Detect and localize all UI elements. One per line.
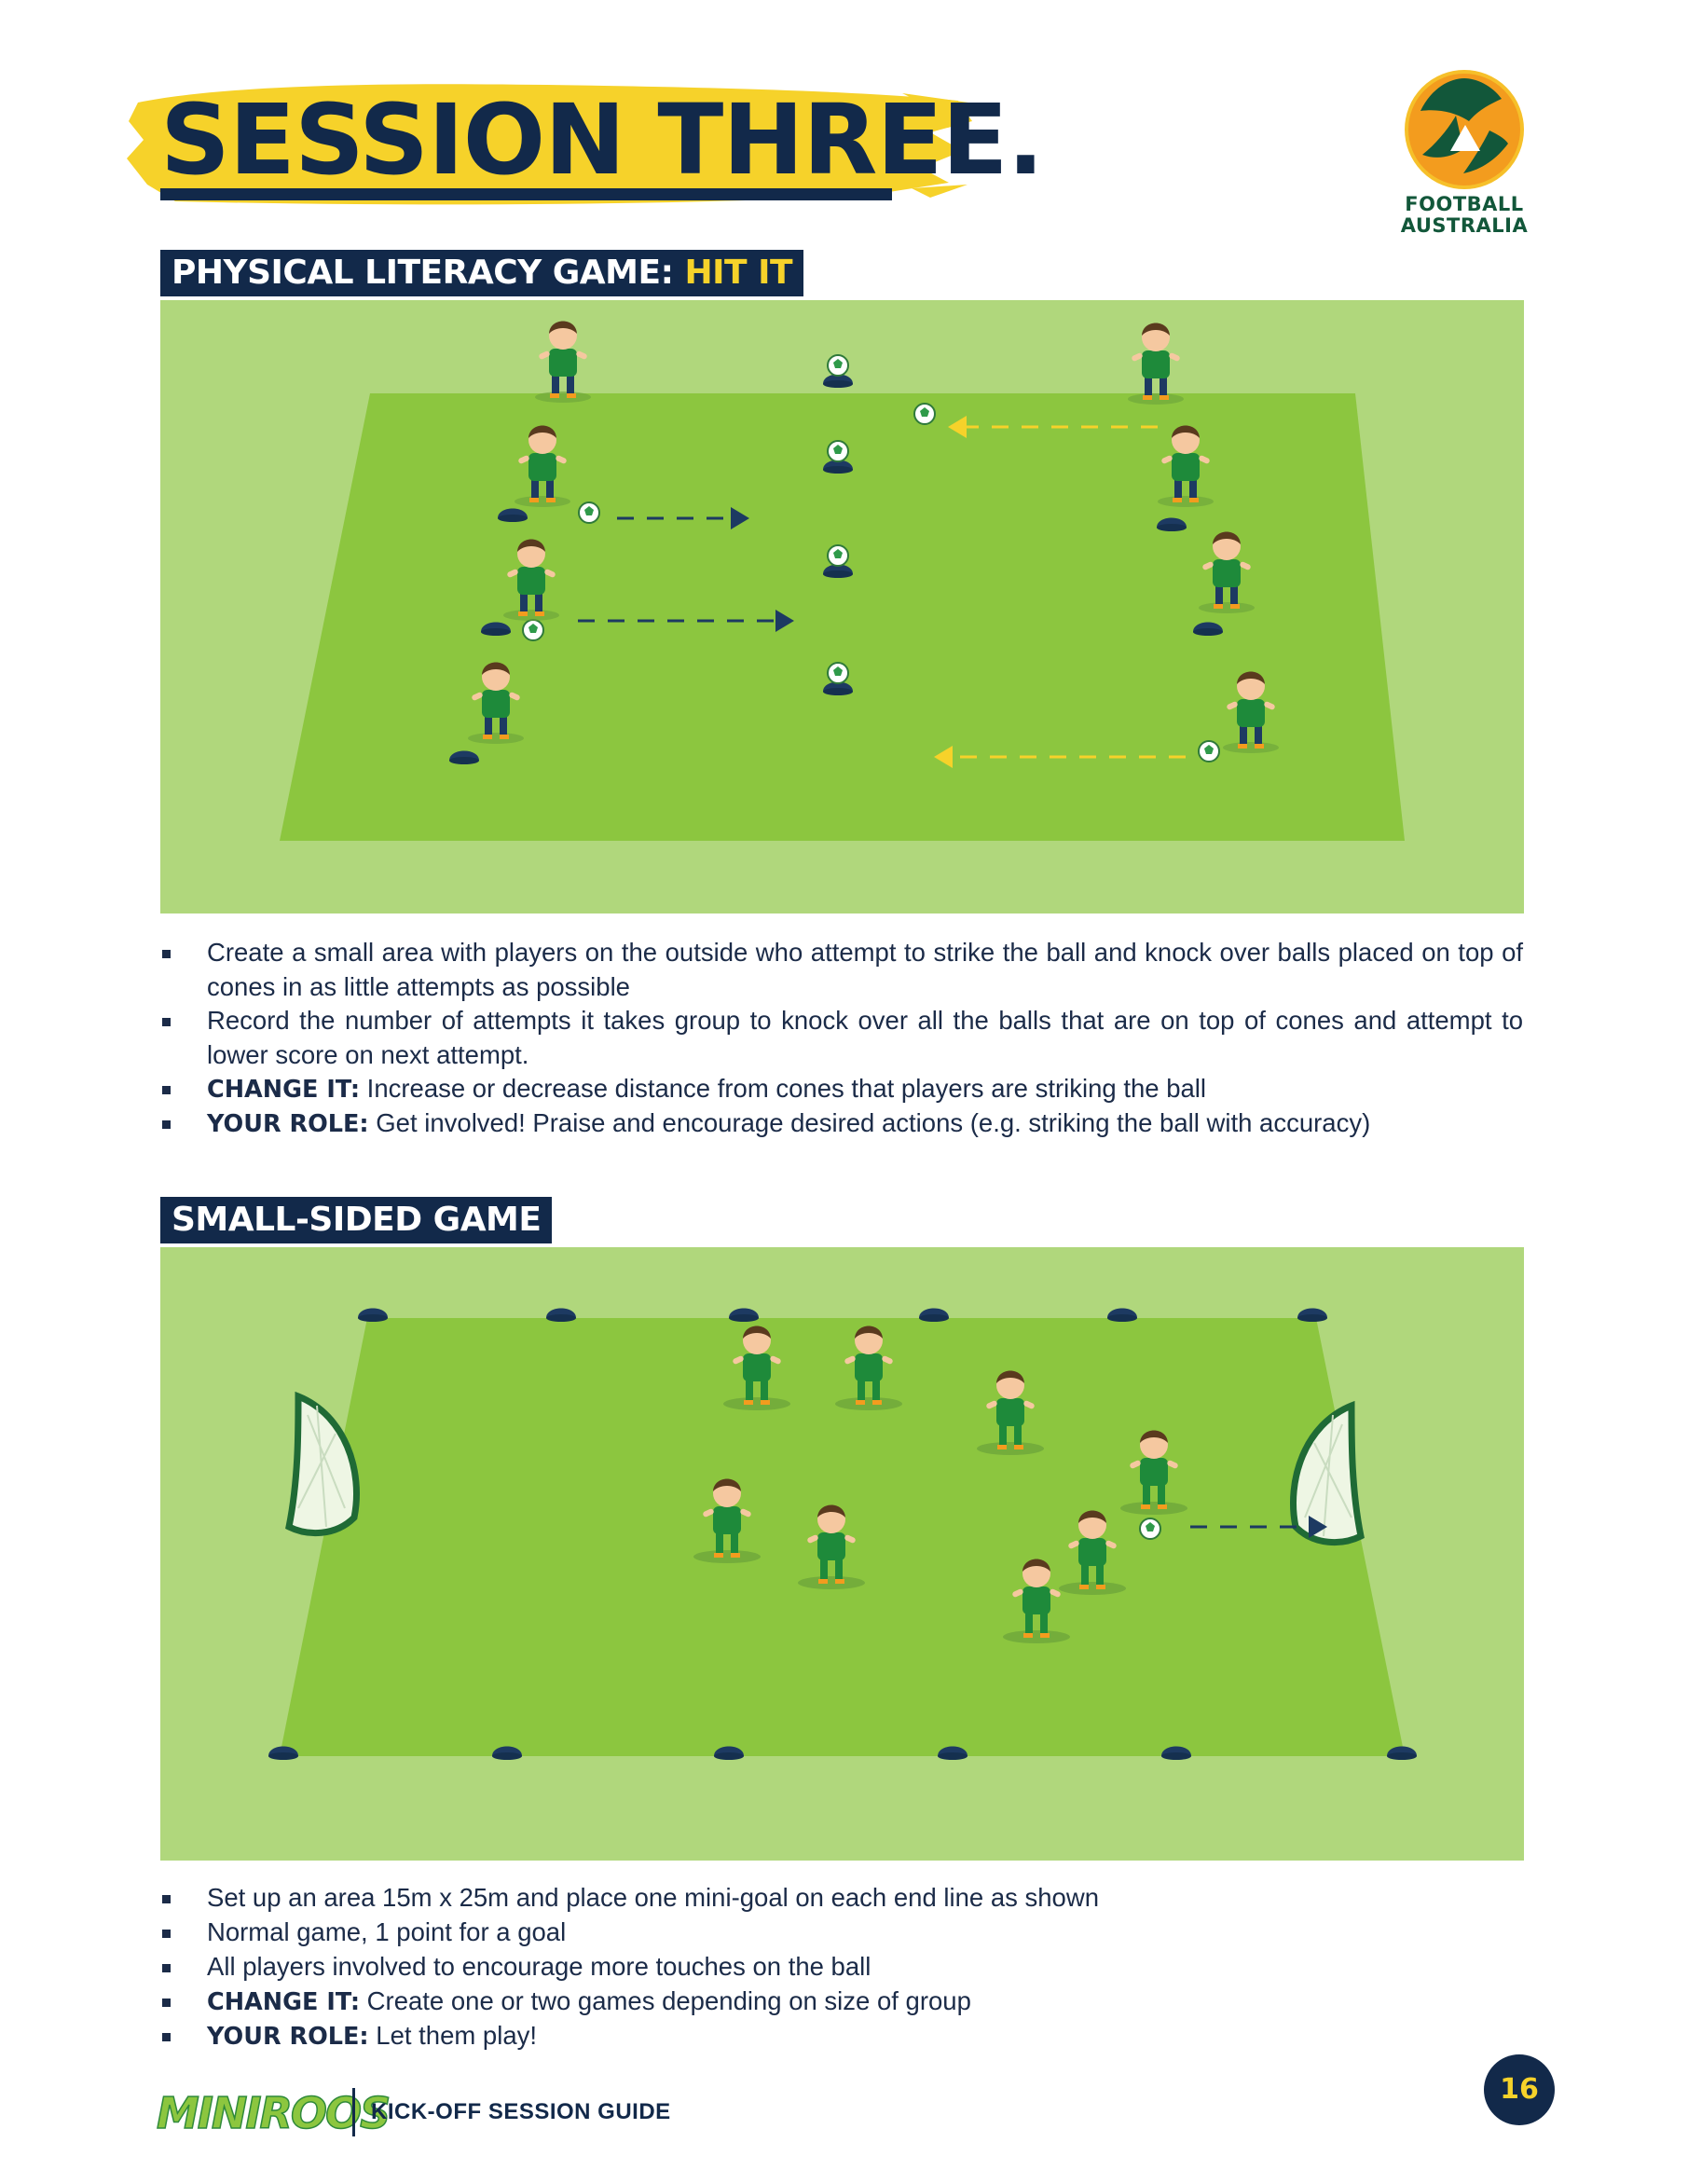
- small-sided-game-field-diagram: [160, 1247, 1524, 1861]
- title-underline: [160, 188, 892, 200]
- hit-it-instructions: Create a small area with players on the …: [160, 936, 1523, 1141]
- list-item: CHANGE IT: Create one or two games depen…: [160, 1985, 1523, 2019]
- footer-guide-title: KICK-OFF SESSION GUIDE: [371, 2099, 671, 2124]
- footer-divider: [352, 2088, 355, 2136]
- list-item: YOUR ROLE: Let them play!: [160, 2019, 1523, 2054]
- page-title: SESSION THREE.: [160, 83, 1044, 197]
- list-item: Set up an area 15m x 25m and place one m…: [160, 1881, 1523, 1916]
- small-sided-field-svg: [268, 1308, 1417, 1760]
- miniroos-logo: MINIROOS: [156, 2087, 391, 2139]
- page-number-badge: 16: [1484, 2054, 1555, 2125]
- hit-it-field-diagram: [160, 300, 1524, 913]
- yellow-brush-stroke: [127, 84, 981, 205]
- football-australia-wordmark: FOOTBALL AUSTRALIA: [1400, 193, 1529, 237]
- list-item: Normal game, 1 point for a goal: [160, 1916, 1523, 1950]
- section-heading-hit-it: PHYSICAL LITERACY GAME: HIT IT: [160, 250, 804, 296]
- football-australia-logo: [1405, 70, 1524, 189]
- list-item: All players involved to encourage more t…: [160, 1950, 1523, 1985]
- section-heading-small-sided-game: SMALL-SIDED GAME: [160, 1197, 553, 1243]
- list-item: Create a small area with players on the …: [160, 936, 1523, 1004]
- list-item: CHANGE IT: Increase or decrease distance…: [160, 1072, 1523, 1106]
- list-item: Record the number of attempts it takes g…: [160, 1004, 1523, 1072]
- small-sided-game-instructions: Set up an area 15m x 25m and place one m…: [160, 1881, 1523, 2054]
- hit-it-field-svg: [280, 321, 1405, 841]
- list-item: YOUR ROLE: Get involved! Praise and enco…: [160, 1106, 1523, 1141]
